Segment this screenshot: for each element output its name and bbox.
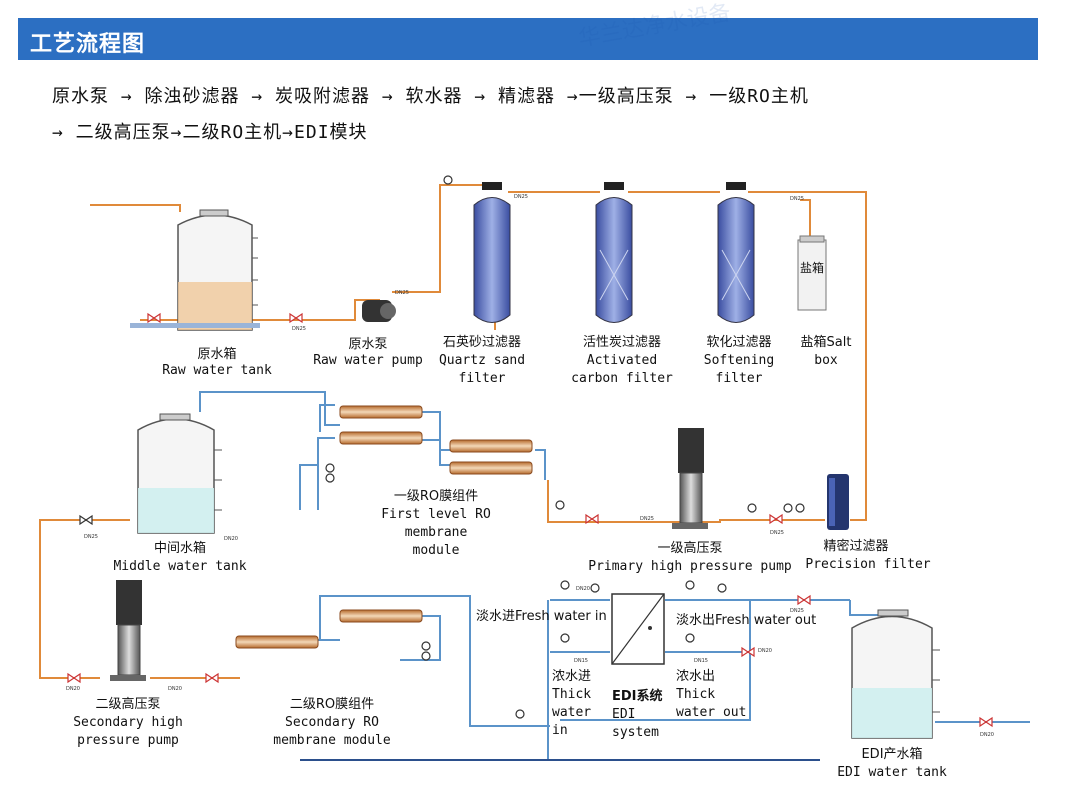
thick-water-in-label-zh: 浓水进 <box>552 669 591 684</box>
thick-water-in-label-en1: Thick <box>552 687 591 702</box>
salt-label-zh: 盐箱Salt <box>801 334 852 350</box>
pipe-tag: DN25 <box>770 530 784 536</box>
thick-water-in-label-en3: in <box>552 723 568 738</box>
pipe-tag: DN25 <box>790 608 804 614</box>
softening-label-en1: Softening <box>704 353 774 368</box>
pipe-tag: DN15 <box>574 658 588 664</box>
thick-water-in-label-en2: water <box>552 705 591 720</box>
first-level-ro-membranes <box>339 405 533 475</box>
salt-label-en: box <box>814 353 838 368</box>
salt-box: 盐箱 <box>797 235 827 311</box>
hp1-label-zh: 一级高压泵 <box>657 540 722 556</box>
activated-carbon-filter <box>595 182 633 323</box>
hp2-label-en1: Secondary high <box>73 715 183 730</box>
thick-water-out-label-zh: 浓水出 <box>676 669 715 684</box>
pipe-tag: DN20 <box>168 686 182 692</box>
raw-water-tank <box>130 209 260 331</box>
raw-tank-label-en: Raw water tank <box>162 363 272 378</box>
precision-label-zh: 精密过滤器 <box>823 538 888 554</box>
middle-tank-label-en: Middle water tank <box>113 559 246 574</box>
ro2-label-zh: 二级RO膜组件 <box>290 697 374 712</box>
ro2-label-en2: membrane module <box>273 733 391 748</box>
equipment-labels: 原水箱 Raw water tank 原水泵 Raw water pump 石英… <box>73 334 947 780</box>
middle-tank-label-zh: 中间水箱 <box>154 540 206 556</box>
thick-water-out-label-en2: water out <box>676 705 746 720</box>
salt-box-tag: 盐箱 <box>800 260 824 275</box>
pipe-tag: DN20 <box>980 732 994 738</box>
quartz-sand-filter <box>473 182 511 323</box>
softening-label-zh: 软化过滤器 <box>706 335 771 350</box>
edi-tank-label-zh: EDI产水箱 <box>861 746 922 762</box>
raw-tank-label-zh: 原水箱 <box>197 346 236 362</box>
pipe-tag: DN25 <box>395 290 409 296</box>
hp2-label-zh: 二级高压泵 <box>95 696 160 712</box>
raw-pump-label-zh: 原水泵 <box>348 337 387 352</box>
ro1-label-en2: membrane <box>405 525 468 540</box>
watermark-text: 华兰达净水设备 <box>577 1 733 52</box>
quartz-label-en2: filter <box>459 371 506 386</box>
pipe-tag: DN20 <box>224 536 238 542</box>
pipe-tag: DN25 <box>84 534 98 540</box>
ro1-label-en3: module <box>413 543 460 558</box>
ro1-label-en1: First level RO <box>381 507 491 522</box>
fresh-water-out-label: 淡水出Fresh water out <box>676 613 816 628</box>
hp2-label-en2: pressure pump <box>77 733 179 748</box>
softening-filter <box>717 182 755 323</box>
pipe-tag: DN20 <box>66 686 80 692</box>
edi-tank-label-en: EDI water tank <box>837 765 947 780</box>
valve-icons <box>67 312 993 728</box>
process-flow-line-2: → 二级高压泵→二级RO主机→EDI模块 <box>52 122 368 143</box>
valve-icons-dark <box>79 514 93 526</box>
ro2-label-en1: Secondary RO <box>285 715 379 730</box>
pipe-tag: DN20 <box>576 586 590 592</box>
pipe-tag: DN25 <box>790 196 804 202</box>
precision-label-en: Precision filter <box>805 557 930 572</box>
ro1-label-zh: 一级RO膜组件 <box>394 489 478 504</box>
precision-filter <box>827 474 849 530</box>
raw-water-pump <box>362 300 396 322</box>
edi-label-zh: EDI系统 <box>612 688 663 704</box>
softening-label-en2: filter <box>716 371 763 386</box>
carbon-label-en1: Activated <box>587 353 657 368</box>
carbon-label-en2: carbon filter <box>571 371 673 386</box>
hp1-label-en: Primary high pressure pump <box>588 559 792 574</box>
carbon-label-zh: 活性炭过滤器 <box>583 335 661 350</box>
thick-water-out-label-en1: Thick <box>676 687 715 702</box>
pipe-tag: DN20 <box>758 648 772 654</box>
pipe-tag: DN15 <box>694 658 708 664</box>
secondary-ro-membranes <box>235 609 423 649</box>
fresh-water-in-label: 淡水进Fresh water in <box>476 609 607 624</box>
edi-water-tank <box>851 609 940 739</box>
pipe-size-tags: DN25 DN25 DN25 DN25 DN25 DN20 DN25 DN25 … <box>66 194 994 738</box>
edi-module <box>611 593 665 665</box>
primary-high-pressure-pump <box>672 428 708 529</box>
raw-pump-label-en: Raw water pump <box>313 353 423 368</box>
header-bar: 工艺流程图 <box>18 18 1038 60</box>
quartz-label-zh: 石英砂过滤器 <box>443 335 521 350</box>
edi-label-en1: EDI <box>612 707 635 722</box>
middle-water-tank <box>137 413 222 534</box>
secondary-high-pressure-pump <box>110 580 146 681</box>
edi-label-en2: system <box>612 725 659 740</box>
pipe-tag: DN25 <box>292 326 306 332</box>
pressure-gauge-icons <box>325 175 805 719</box>
pipe-tag: DN25 <box>514 194 528 200</box>
quartz-label-en1: Quartz sand <box>439 353 525 368</box>
process-flow-line-1: 原水泵 → 除浊砂滤器 → 炭吸附滤器 → 软水器 → 精滤器 →一级高压泵 →… <box>52 86 809 107</box>
page-title: 工艺流程图 <box>30 32 146 57</box>
pipe-tag: DN25 <box>640 516 654 522</box>
